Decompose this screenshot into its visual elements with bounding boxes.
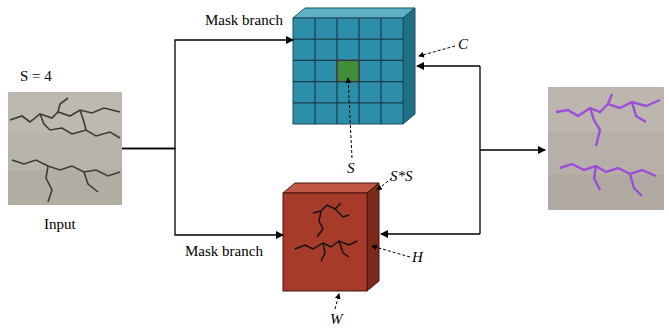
node-label: Mask branch (205, 12, 283, 29)
node-label: Input (44, 216, 76, 233)
feature-cube (293, 8, 415, 124)
dimension-label: C (458, 36, 468, 53)
node-label: Mask branch (185, 243, 263, 260)
mask-cube (283, 183, 379, 291)
branch-node: Mask branch (283, 183, 380, 291)
input-image-node: S = 4Input (8, 92, 122, 205)
leader-lines (335, 46, 455, 309)
dimension-label: H (412, 249, 423, 266)
merge-lines (381, 66, 545, 234)
output-image (548, 87, 664, 210)
flow-connector (122, 149, 283, 236)
dimension-label: W (330, 311, 343, 328)
flow-connector (122, 40, 293, 149)
input-image (8, 92, 122, 205)
branch-node: Mask branch (293, 8, 417, 125)
dimension-label: S*S (390, 168, 413, 185)
dimension-label: S (347, 160, 355, 177)
node-label: S = 4 (20, 68, 52, 85)
